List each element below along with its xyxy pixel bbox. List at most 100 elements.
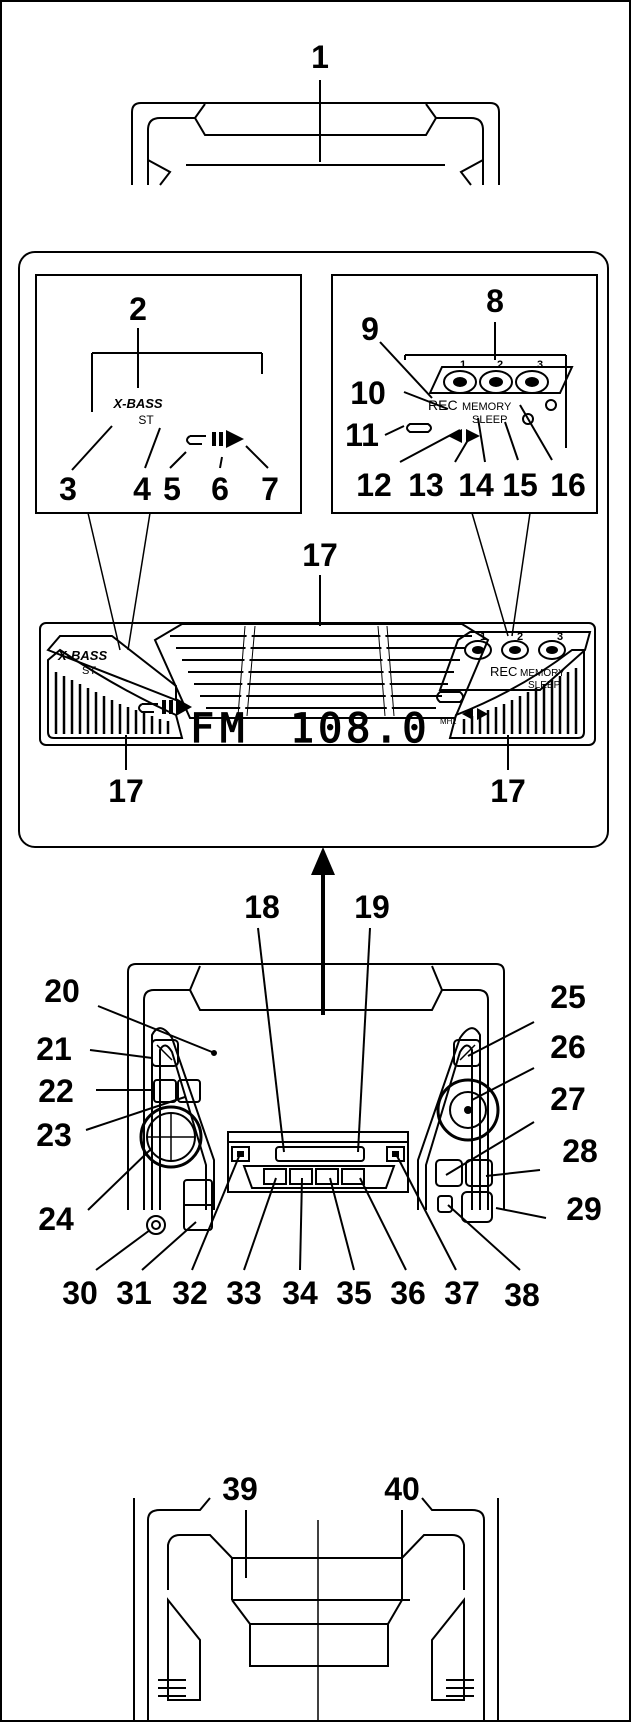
stereo-indicator-zoom: ST: [138, 413, 154, 427]
unit-bottom-view: [133, 1497, 499, 1722]
xbass-indicator: X-BASS: [57, 648, 107, 663]
button-29[interactable]: [461, 1191, 493, 1223]
callout-19: 19: [354, 889, 390, 925]
callout-27: 27: [550, 1081, 586, 1117]
callout-5: 5: [163, 471, 181, 507]
leader-5: [169, 451, 187, 469]
sleep-indicator-zoom: SLEEP: [472, 414, 507, 426]
jack-30[interactable]: [146, 1215, 166, 1235]
callout-33: 33: [226, 1275, 262, 1311]
display-detail-frame: [18, 251, 609, 848]
front-leaders: [85, 927, 547, 1271]
callout-16: 16: [550, 467, 586, 503]
leader-3: [71, 425, 113, 471]
right-panel-wing: [417, 1027, 481, 1210]
callout-numbers: 1 2 3 4 5 6 7 8 9 10 11 12 13 14 15 16 1…: [36, 39, 602, 1507]
leader-16: [519, 404, 553, 461]
left-panel-wing: [151, 1027, 215, 1210]
callout-22: 22: [38, 1073, 74, 1109]
right-zoom-box: [331, 274, 598, 514]
disc-tray-outline: [428, 366, 574, 394]
stereo-indicator: ST: [82, 665, 96, 677]
callout-6: 6: [211, 471, 229, 507]
callout-20: 20: [44, 973, 80, 1009]
display-text: X-BASS ST 1 2 3 REC MEMORY SLEEP X-BASS …: [57, 359, 565, 753]
button-21[interactable]: [151, 1039, 179, 1067]
callout-38: 38: [504, 1277, 540, 1313]
leader-13: [454, 439, 469, 463]
leader-4: [144, 427, 161, 469]
clock-icon: [545, 399, 557, 411]
lcd-spectrum-lines: [170, 635, 472, 709]
button-27[interactable]: [435, 1159, 463, 1187]
transport-button-3[interactable]: [315, 1168, 339, 1185]
pause-icon: [212, 432, 216, 446]
leader-9: [379, 341, 433, 399]
rec-indicator: REC: [490, 664, 517, 679]
leader-11: [384, 425, 405, 436]
memory-indicator: MEMORY: [520, 668, 565, 679]
callout-30: 30: [62, 1275, 98, 1311]
indicator-dot: [211, 1050, 217, 1056]
callout-21: 21: [36, 1031, 72, 1067]
cd-deck: [227, 1131, 409, 1193]
button-28[interactable]: [465, 1159, 493, 1187]
callout-10: 10: [350, 375, 386, 411]
button-25[interactable]: [453, 1039, 481, 1067]
left-small-button[interactable]: [231, 1146, 250, 1162]
transport-button-1[interactable]: [263, 1168, 287, 1185]
lcd-disc-number-1: 1: [480, 631, 486, 643]
callout-35: 35: [336, 1275, 372, 1311]
callout-1: 1: [311, 39, 329, 75]
lcd-display: [39, 622, 596, 746]
leader-6: [219, 456, 223, 469]
memory-indicator-zoom: MEMORY: [462, 401, 512, 413]
callout-13: 13: [408, 467, 444, 503]
repeat-all-icon: [406, 423, 432, 433]
disc-number-2: 2: [497, 359, 503, 371]
callout-3: 3: [59, 471, 77, 507]
disc-3-icon: [515, 370, 549, 394]
transport-button-4[interactable]: [341, 1168, 365, 1185]
play-icon: [226, 430, 244, 448]
disc-1-icon: [443, 370, 477, 394]
repeat-icon: [186, 435, 206, 445]
lcd-disc-number-3: 3: [557, 631, 563, 643]
unit-top-view: [131, 80, 500, 186]
leader-7: [245, 445, 269, 469]
leader-10: [403, 391, 449, 410]
callout-9: 9: [361, 311, 379, 347]
left-zoom-box: [35, 274, 302, 514]
callout-14: 14: [458, 467, 494, 503]
callout-11: 11: [345, 417, 379, 453]
band-readout: FM: [190, 706, 250, 752]
lcd-disc-number-2: 2: [517, 631, 523, 643]
callout-17-left: 17: [108, 773, 144, 809]
lcd-spectrum-block: [153, 623, 490, 719]
arrow-left-icon: [448, 429, 462, 443]
frequency-readout: 108.0: [290, 706, 430, 752]
disc-2-icon: [479, 370, 513, 394]
left-level-meter: [47, 648, 184, 739]
volume-knob[interactable]: [139, 1105, 203, 1169]
disc-number-1: 1: [460, 359, 466, 371]
button-38[interactable]: [437, 1195, 453, 1213]
callout-2: 2: [129, 291, 147, 327]
right-level-meter: [448, 649, 585, 739]
button-22[interactable]: [153, 1079, 177, 1103]
callout-24: 24: [38, 1201, 74, 1237]
callout-17-right: 17: [490, 773, 526, 809]
sleep-clock-icon: [522, 413, 534, 425]
disc-number-3: 3: [537, 359, 543, 371]
button-23[interactable]: [177, 1079, 201, 1103]
lcd-left-indicator-area: [46, 635, 177, 702]
callout-39: 39: [222, 1471, 258, 1507]
disc-slot: [275, 1146, 365, 1162]
leader-15: [504, 421, 519, 461]
right-small-button[interactable]: [386, 1146, 405, 1162]
sleep-indicator: SLEEP: [528, 680, 561, 691]
callout-17-top: 17: [302, 537, 338, 573]
jog-dial[interactable]: [436, 1078, 500, 1142]
